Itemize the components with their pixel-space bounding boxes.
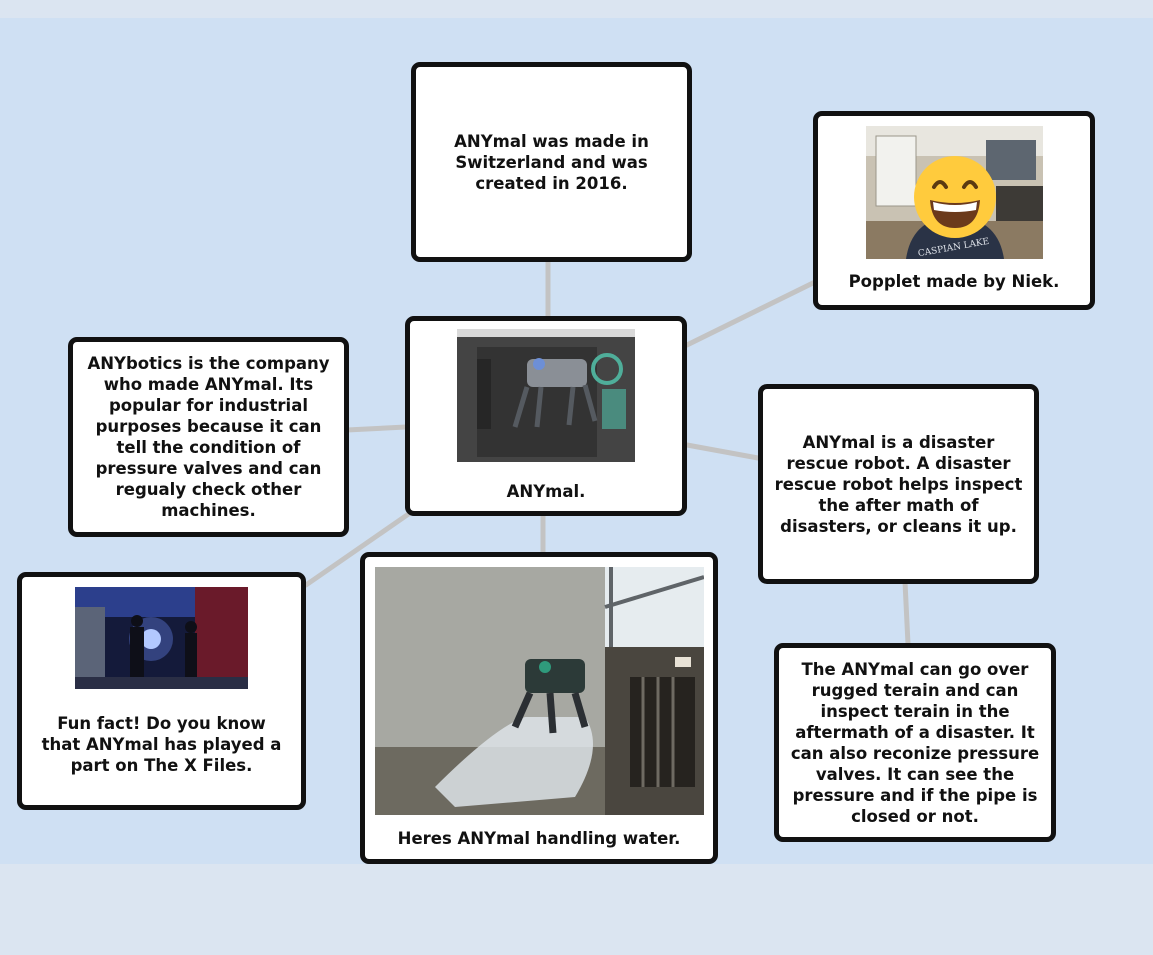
popplet-center-text: ANYmal. bbox=[506, 482, 586, 501]
popplet-company-text: ANYbotics is the company who made ANYmal… bbox=[87, 354, 330, 520]
popplet-terrain[interactable]: The ANYmal can go over rugged terain and… bbox=[774, 643, 1056, 842]
popplet-author[interactable]: CASPIAN LAKE Popplet made by Niek. bbox=[813, 111, 1095, 310]
popplet-water[interactable]: Heres ANYmal handling water. bbox=[360, 552, 718, 864]
popplet-company[interactable]: ANYbotics is the company who made ANYmal… bbox=[68, 337, 349, 537]
connector-rescue bbox=[684, 442, 761, 461]
connector-terrain bbox=[902, 579, 911, 647]
popplet-xfiles[interactable]: Fun fact! Do you know that ANYmal has pl… bbox=[17, 572, 306, 810]
popplet-author-text: Popplet made by Niek. bbox=[848, 272, 1060, 291]
author-photo: CASPIAN LAKE bbox=[865, 126, 1043, 259]
anymal-screenshot bbox=[457, 329, 635, 462]
popplet-rescue[interactable]: ANYmal is a disaster rescue robot. A dis… bbox=[758, 384, 1039, 584]
popplet-xfiles-text: Fun fact! Do you know that ANYmal has pl… bbox=[41, 714, 282, 775]
connector-author bbox=[684, 279, 818, 348]
popplet-rescue-text: ANYmal is a disaster rescue robot. A dis… bbox=[774, 432, 1023, 536]
popplet-origin[interactable]: ANYmal was made in Switzerland and was c… bbox=[411, 62, 692, 262]
connector-company bbox=[344, 424, 409, 433]
xfiles-photo bbox=[75, 587, 248, 689]
water-photo bbox=[374, 567, 704, 815]
popplet-water-text: Heres ANYmal handling water. bbox=[397, 829, 681, 848]
popplet-origin-text: ANYmal was made in Switzerland and was c… bbox=[454, 131, 649, 193]
popplet-terrain-text: The ANYmal can go over rugged terain and… bbox=[790, 659, 1040, 826]
popplet-center[interactable]: ANYmal. bbox=[405, 316, 687, 516]
connector-xfiles bbox=[303, 510, 413, 588]
grinning-face-icon bbox=[913, 156, 996, 238]
